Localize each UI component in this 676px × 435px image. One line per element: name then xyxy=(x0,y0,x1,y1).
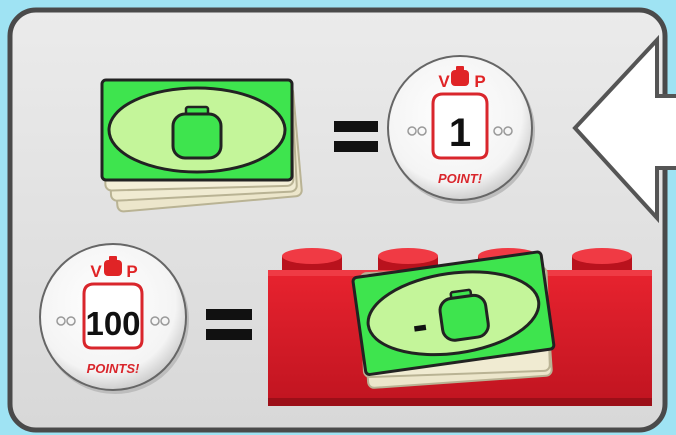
token-caption: POINT! xyxy=(438,171,483,186)
token-letter-v: V xyxy=(90,262,102,281)
token-letter-v: V xyxy=(438,72,450,91)
token-letter-p: P xyxy=(474,72,485,91)
stud-icon xyxy=(104,260,122,276)
cash-stack xyxy=(102,80,302,212)
cash-bill xyxy=(102,80,292,180)
vp-token-1: V P 1 POINT! xyxy=(388,56,535,204)
token-value: 1 xyxy=(449,111,471,155)
vp-token-100: V P 100 POINTS! xyxy=(40,244,189,394)
token-caption: POINTS! xyxy=(87,361,140,376)
token-value: 100 xyxy=(85,305,140,342)
token-letter-p: P xyxy=(126,262,137,281)
stud-icon xyxy=(451,70,469,86)
minus-cash-stack: - xyxy=(353,252,555,389)
